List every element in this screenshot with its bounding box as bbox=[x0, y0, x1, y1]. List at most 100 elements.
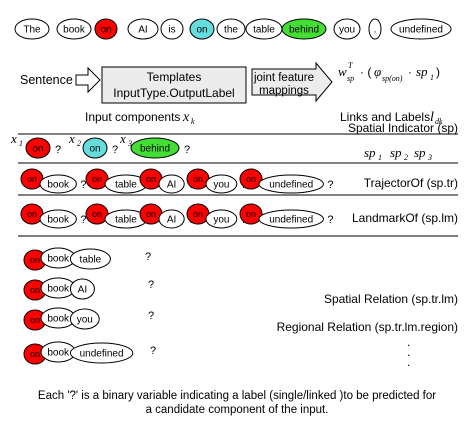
bubble-label: book bbox=[47, 314, 70, 325]
bubble-label: book bbox=[47, 284, 70, 295]
pair-sp-3: on bbox=[186, 203, 210, 225]
svg-text:sp: sp bbox=[364, 145, 376, 160]
bubble-shape bbox=[239, 168, 263, 190]
bubble-shape bbox=[333, 18, 361, 40]
templates-line1: Templates bbox=[147, 70, 202, 84]
question-mark: ? bbox=[150, 345, 156, 357]
bubble-shape bbox=[158, 174, 185, 194]
pair-token-2: AI bbox=[158, 174, 185, 194]
bubble-label: behind bbox=[289, 25, 319, 36]
bubble-shape bbox=[69, 308, 100, 330]
token-11: undefined bbox=[390, 18, 452, 40]
question-mark: ? bbox=[112, 144, 118, 156]
bubble-label: you bbox=[213, 180, 229, 191]
joint-line1: joint feature bbox=[253, 72, 314, 84]
token-3: AI bbox=[127, 18, 159, 40]
bubble-label: on bbox=[30, 255, 40, 265]
continuation-dot: . bbox=[407, 345, 410, 359]
question-mark: ? bbox=[327, 214, 333, 226]
bubble-label: AI bbox=[78, 285, 87, 296]
continuation-dot: . bbox=[407, 335, 410, 349]
bubble-label: on bbox=[193, 209, 203, 219]
templates-box bbox=[101, 66, 247, 104]
sp-item-1: on bbox=[82, 137, 108, 159]
bubble-shape bbox=[82, 137, 108, 159]
bubble-label: on bbox=[196, 25, 207, 36]
bubble-shape bbox=[69, 342, 134, 364]
question-mark: ? bbox=[145, 251, 151, 263]
token-7: table bbox=[245, 18, 283, 40]
sp-var-3: x bbox=[119, 131, 126, 146]
feature-formula: w sp T · ( φ sp(on) · sp 1 ) bbox=[338, 61, 440, 83]
bubble-label: book bbox=[47, 180, 70, 191]
sentence-label: Sentence bbox=[20, 73, 73, 87]
pair-sp-3: on bbox=[186, 168, 210, 190]
regional-relation-title: Regional Relation (sp.tr.lm.region) bbox=[277, 320, 458, 334]
bubble-label: on bbox=[27, 174, 37, 184]
pair-token-3: you bbox=[205, 209, 238, 229]
templates-line2: InputType.OutputLabel bbox=[113, 86, 234, 100]
bubble-label: on bbox=[146, 209, 156, 219]
pair-token-4: undefined bbox=[258, 209, 324, 229]
bubble-label: undefined bbox=[80, 349, 124, 360]
bubble-label: table bbox=[253, 25, 275, 36]
caption-line-2: a candidate component of the input. bbox=[145, 404, 329, 416]
bubble-shape bbox=[160, 18, 184, 40]
bubble-shape bbox=[39, 174, 77, 194]
svg-text:1: 1 bbox=[19, 139, 23, 148]
bubble-shape bbox=[368, 18, 382, 40]
pair-sp-0: on bbox=[20, 168, 44, 190]
question-mark: ? bbox=[80, 179, 86, 191]
question-mark: ? bbox=[148, 279, 154, 291]
svg-text:3: 3 bbox=[427, 153, 432, 162]
bubble-label: table bbox=[115, 215, 137, 226]
bubble-label: you bbox=[77, 315, 93, 326]
bubble-label: undefined bbox=[269, 180, 313, 191]
bubble-label: . bbox=[374, 25, 377, 36]
bubble-shape bbox=[130, 137, 180, 159]
input-components-var: x bbox=[182, 110, 190, 125]
bubble-shape bbox=[14, 18, 50, 40]
bubble-shape bbox=[205, 174, 238, 194]
relation-0-item-2: table bbox=[69, 248, 111, 270]
bubble-label: you bbox=[339, 25, 355, 36]
question-mark: ? bbox=[184, 144, 190, 156]
caption-line-1: Each '?' is a binary variable indicating… bbox=[37, 390, 437, 402]
bubble-label: on bbox=[30, 315, 40, 325]
question-mark: ? bbox=[148, 310, 154, 322]
input-components-label: Input components bbox=[85, 110, 180, 124]
bubble-shape bbox=[239, 203, 263, 225]
bubble-label: book bbox=[63, 25, 86, 36]
bubble-shape bbox=[127, 18, 159, 40]
token-10: . bbox=[368, 18, 382, 40]
bubble-label: book bbox=[47, 254, 70, 265]
question-mark: ? bbox=[80, 214, 86, 226]
token-9: you bbox=[333, 18, 361, 40]
token-8: behind bbox=[281, 18, 327, 40]
sp-items: on?on?behind? bbox=[25, 137, 190, 159]
bubble-shape bbox=[390, 18, 452, 40]
svg-text:T: T bbox=[348, 61, 353, 70]
continuation-dot: . bbox=[407, 355, 410, 369]
svg-text:sp(on): sp(on) bbox=[382, 74, 403, 83]
svg-text:dk: dk bbox=[435, 117, 443, 126]
bubble-label: book bbox=[47, 348, 70, 359]
svg-text:w: w bbox=[338, 64, 347, 79]
links-labels-var: l bbox=[430, 110, 434, 125]
token-0: The bbox=[14, 18, 50, 40]
svg-text:sp: sp bbox=[347, 74, 354, 83]
sp-var-2: x bbox=[68, 131, 75, 146]
relation-1-item-2: AI bbox=[69, 278, 95, 300]
bubble-shape bbox=[216, 18, 246, 40]
bubble-label: is bbox=[168, 25, 175, 36]
joint-line2: mappings bbox=[259, 85, 309, 97]
bubble-label: on bbox=[92, 209, 102, 219]
pair-token-4: undefined bbox=[258, 174, 324, 194]
pair-sp-0: on bbox=[20, 203, 44, 225]
bubble-label: The bbox=[23, 25, 41, 36]
